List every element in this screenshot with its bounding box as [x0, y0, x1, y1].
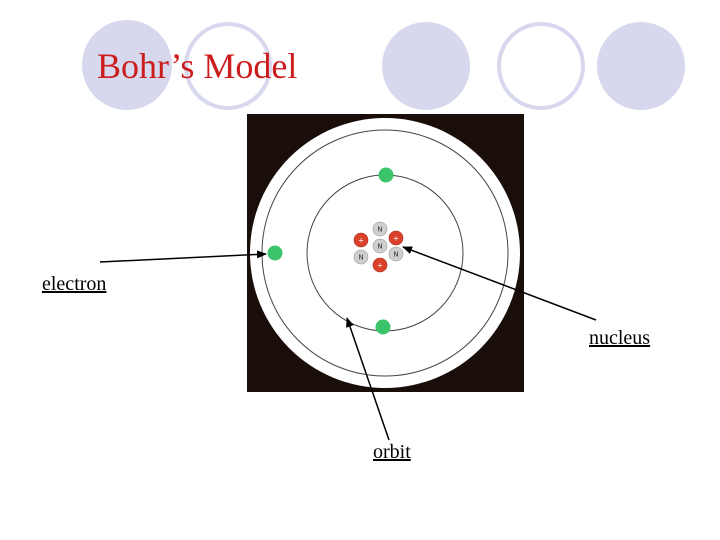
nucleus-particle-symbol: N: [358, 254, 363, 262]
orbit-pointer-line: [346, 317, 390, 441]
nucleus-neutron: N: [372, 221, 388, 237]
electron-pointer-line: [99, 250, 267, 263]
nucleus: N + N + N N +: [353, 221, 404, 273]
decor-circle-4: [497, 22, 585, 110]
nucleus-neutron: N: [372, 238, 388, 254]
electron-top: [378, 167, 394, 183]
nucleus-neutron: N: [353, 249, 369, 265]
nucleus-particle-symbol: +: [358, 237, 364, 245]
atom-disc: [250, 118, 520, 388]
nucleus-proton: +: [372, 257, 388, 273]
nucleus-particle-symbol: N: [393, 251, 398, 259]
decor-circle-1: [82, 20, 172, 110]
nucleus-pointer-line: [402, 246, 597, 321]
electron-bottom: [375, 319, 391, 335]
electron-label: electron: [42, 273, 107, 295]
electron-left: [267, 245, 283, 261]
orbit-label: orbit: [373, 441, 411, 463]
decor-circle-2: [184, 22, 272, 110]
nucleus-proton: +: [388, 230, 404, 246]
nucleus-particle-symbol: N: [377, 243, 382, 251]
nucleus-neutron: N: [388, 246, 404, 262]
nucleus-particle-symbol: +: [377, 262, 383, 270]
decor-circle-5: [597, 22, 685, 110]
nucleus-particle-symbol: N: [377, 226, 382, 234]
decor-circle-3: [382, 22, 470, 110]
nucleus-label: nucleus: [589, 327, 651, 349]
nucleus-particle-symbol: +: [393, 235, 399, 243]
slide-title: Bohr’s Model: [97, 46, 298, 86]
nucleus-proton: +: [353, 232, 369, 248]
